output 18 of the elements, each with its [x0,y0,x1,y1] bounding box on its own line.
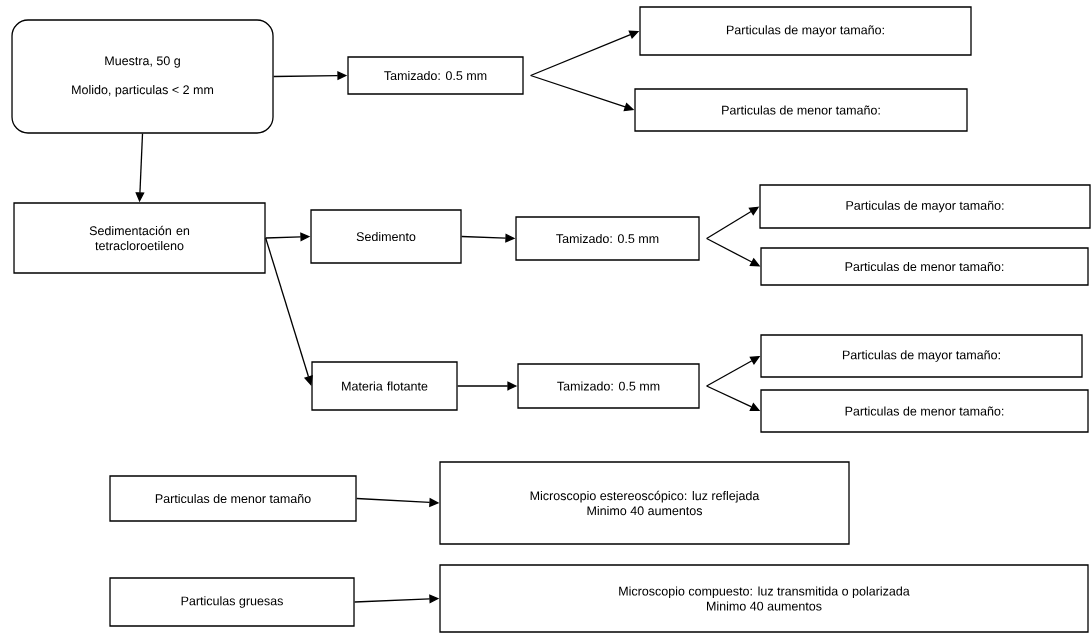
process-box: Particulas de mayor tamaño: [639,6,972,56]
process-box: Tamizado: 0.5 mm [517,363,700,409]
arrow [265,237,313,386]
process-box: Sedimentación en tetracloroetileno [13,202,266,274]
process-box: Particulas de menor tamaño: [634,88,968,132]
process-box: Microscopio estereoscópico: luz reflejada Minimo 40 aumentos [439,461,850,545]
process-box: Muestra, 50 g Molido, particulas < 2 mm [11,19,274,134]
process-box: Particulas de mayor tamaño: [759,184,1091,229]
process-box: Particulas gruesas [109,577,355,627]
process-box: Particulas de menor tamaño [109,475,357,522]
process-box: Materia flotante [311,361,458,411]
process-box: Tamizado: 0.5 mm [515,216,700,261]
process-box: Particulas de menor tamaño: [760,247,1089,286]
process-box: Tamizado: 0.5 mm [347,56,524,95]
process-box: Microscopio compuesto: luz transmitida o polarizada Minimo 40 aumentos [439,564,1089,633]
process-box: Particulas de mayor tamaño: [760,334,1083,378]
process-box: Particulas de menor tamaño: [760,389,1089,433]
process-box: Sedimento [310,209,462,264]
